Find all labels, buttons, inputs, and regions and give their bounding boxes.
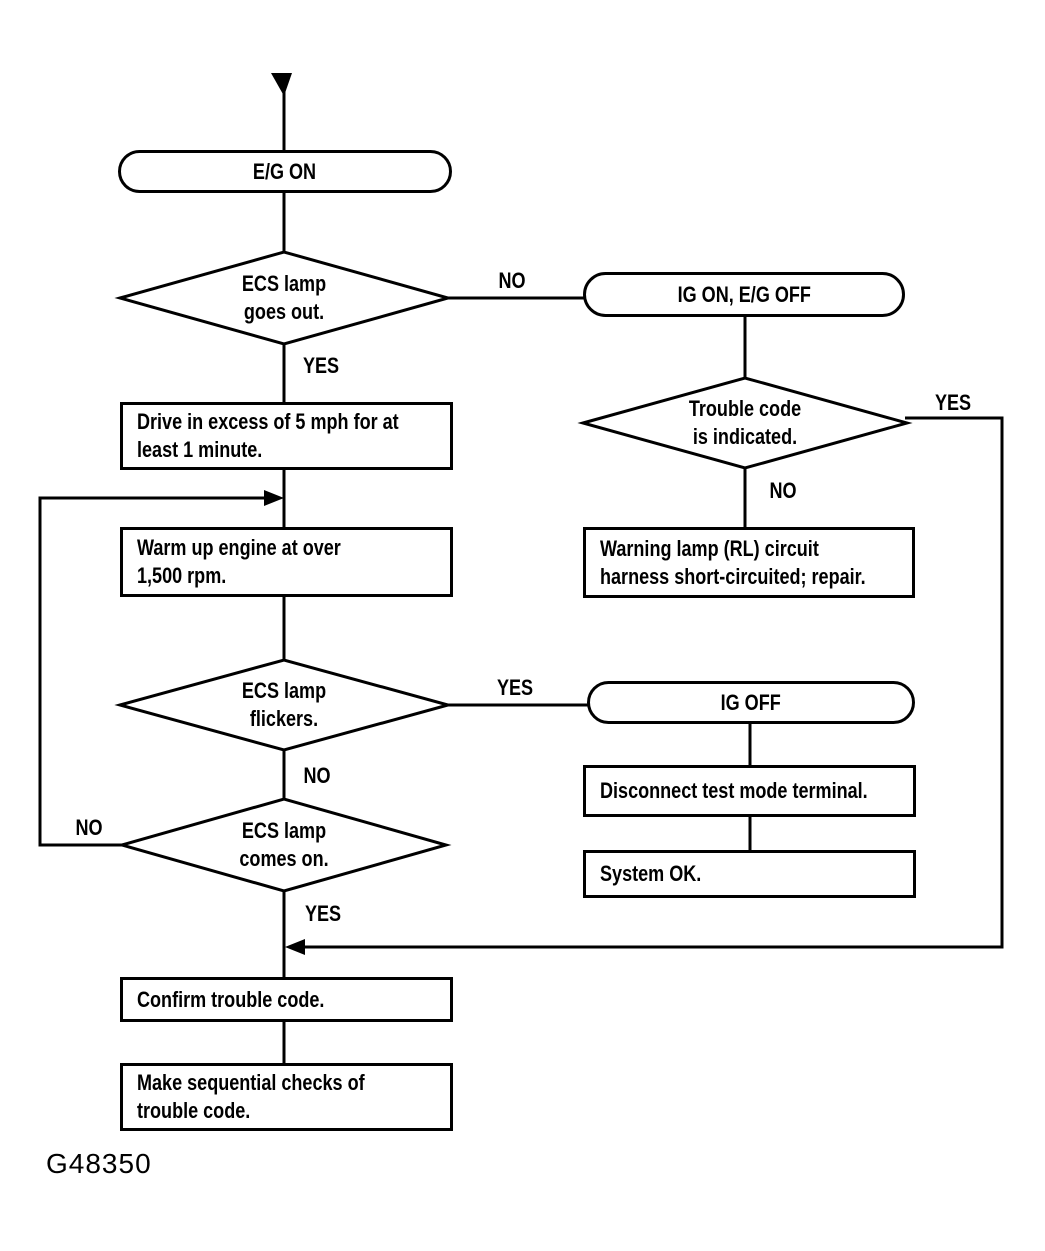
terminal-ig-on-eg-off-label: IG ON, E/G OFF — [677, 281, 811, 307]
process-sequential: Make sequential checks of trouble code. — [120, 1063, 453, 1131]
decision-ecs-goes-out-line1: ECS lamp — [241, 271, 327, 296]
process-warning-lamp-line1: Warning lamp (RL) circuit — [600, 535, 819, 561]
edge-label-comes-on-yes: YES — [304, 901, 342, 926]
connector-comeson-no-loop — [38, 496, 276, 847]
process-confirm-label: Confirm trouble code. — [137, 986, 325, 1012]
process-system-ok: System OK. — [583, 850, 916, 898]
terminal-ig-on-eg-off: IG ON, E/G OFF — [583, 272, 905, 317]
process-confirm: Confirm trouble code. — [120, 977, 453, 1022]
process-warm-up-line1: Warm up engine at over — [137, 535, 341, 560]
decision-ecs-comes-on — [116, 797, 452, 893]
process-sequential-line1: Make sequential checks of — [137, 1070, 365, 1095]
flow-start-arrow-icon — [271, 73, 292, 96]
decision-trouble-code — [577, 376, 913, 470]
decision-ecs-flickers-line1: ECS lamp — [241, 678, 327, 703]
process-system-ok-label: System OK. — [600, 861, 702, 886]
process-drive: Drive in excess of 5 mph for at least 1 … — [120, 402, 453, 470]
edge-label-goes-out-no: NO — [498, 268, 526, 293]
arrowhead-right-icon — [264, 490, 284, 506]
terminal-eg-on: E/G ON — [118, 150, 452, 193]
decision-ecs-comes-on-line1: ECS lamp — [241, 818, 327, 843]
terminal-eg-on-label: E/G ON — [253, 158, 317, 184]
process-warm-up: Warm up engine at over 1,500 rpm. — [120, 527, 453, 597]
decision-ecs-flickers-line2: flickers. — [249, 706, 319, 731]
figure-code: G48350 — [46, 1148, 152, 1179]
arrowhead-left-icon — [285, 939, 305, 955]
decision-ecs-goes-out — [114, 250, 454, 346]
decision-trouble-code-line2: is indicated. — [692, 424, 798, 449]
edge-label-flickers-no: NO — [303, 763, 331, 788]
edge-label-trouble-no: NO — [769, 478, 797, 503]
process-warning-lamp-line2: harness short-circuited; repair. — [600, 563, 866, 589]
connector-trouble-yes-return — [290, 416, 1004, 949]
decision-ecs-comes-on-text: ECS lamp comes on. — [164, 817, 404, 873]
process-sequential-line2: trouble code. — [137, 1098, 251, 1123]
process-drive-line2: least 1 minute. — [137, 437, 263, 462]
process-warning-lamp: Warning lamp (RL) circuit harness short-… — [583, 527, 915, 598]
edge-label-flickers-yes: YES — [496, 675, 534, 700]
decision-trouble-code-text: Trouble code is indicated. — [625, 395, 865, 451]
process-warm-up-line2: 1,500 rpm. — [137, 563, 227, 588]
terminal-ig-off: IG OFF — [587, 681, 915, 724]
process-disconnect: Disconnect test mode terminal. — [583, 765, 916, 817]
edge-label-trouble-yes: YES — [934, 390, 972, 415]
decision-ecs-comes-on-line2: comes on. — [239, 846, 329, 871]
terminal-ig-off-label: IG OFF — [720, 689, 782, 715]
decision-ecs-goes-out-line2: goes out. — [243, 299, 325, 324]
decision-ecs-goes-out-text: ECS lamp goes out. — [164, 270, 404, 326]
edge-label-goes-out-yes: YES — [302, 353, 340, 378]
process-disconnect-label: Disconnect test mode terminal. — [600, 778, 868, 803]
process-drive-line1: Drive in excess of 5 mph for at — [137, 409, 399, 434]
decision-trouble-code-line1: Trouble code — [688, 396, 802, 421]
decision-ecs-flickers — [114, 658, 454, 752]
decision-ecs-flickers-text: ECS lamp flickers. — [164, 677, 404, 733]
edge-label-comes-on-no: NO — [75, 815, 103, 840]
